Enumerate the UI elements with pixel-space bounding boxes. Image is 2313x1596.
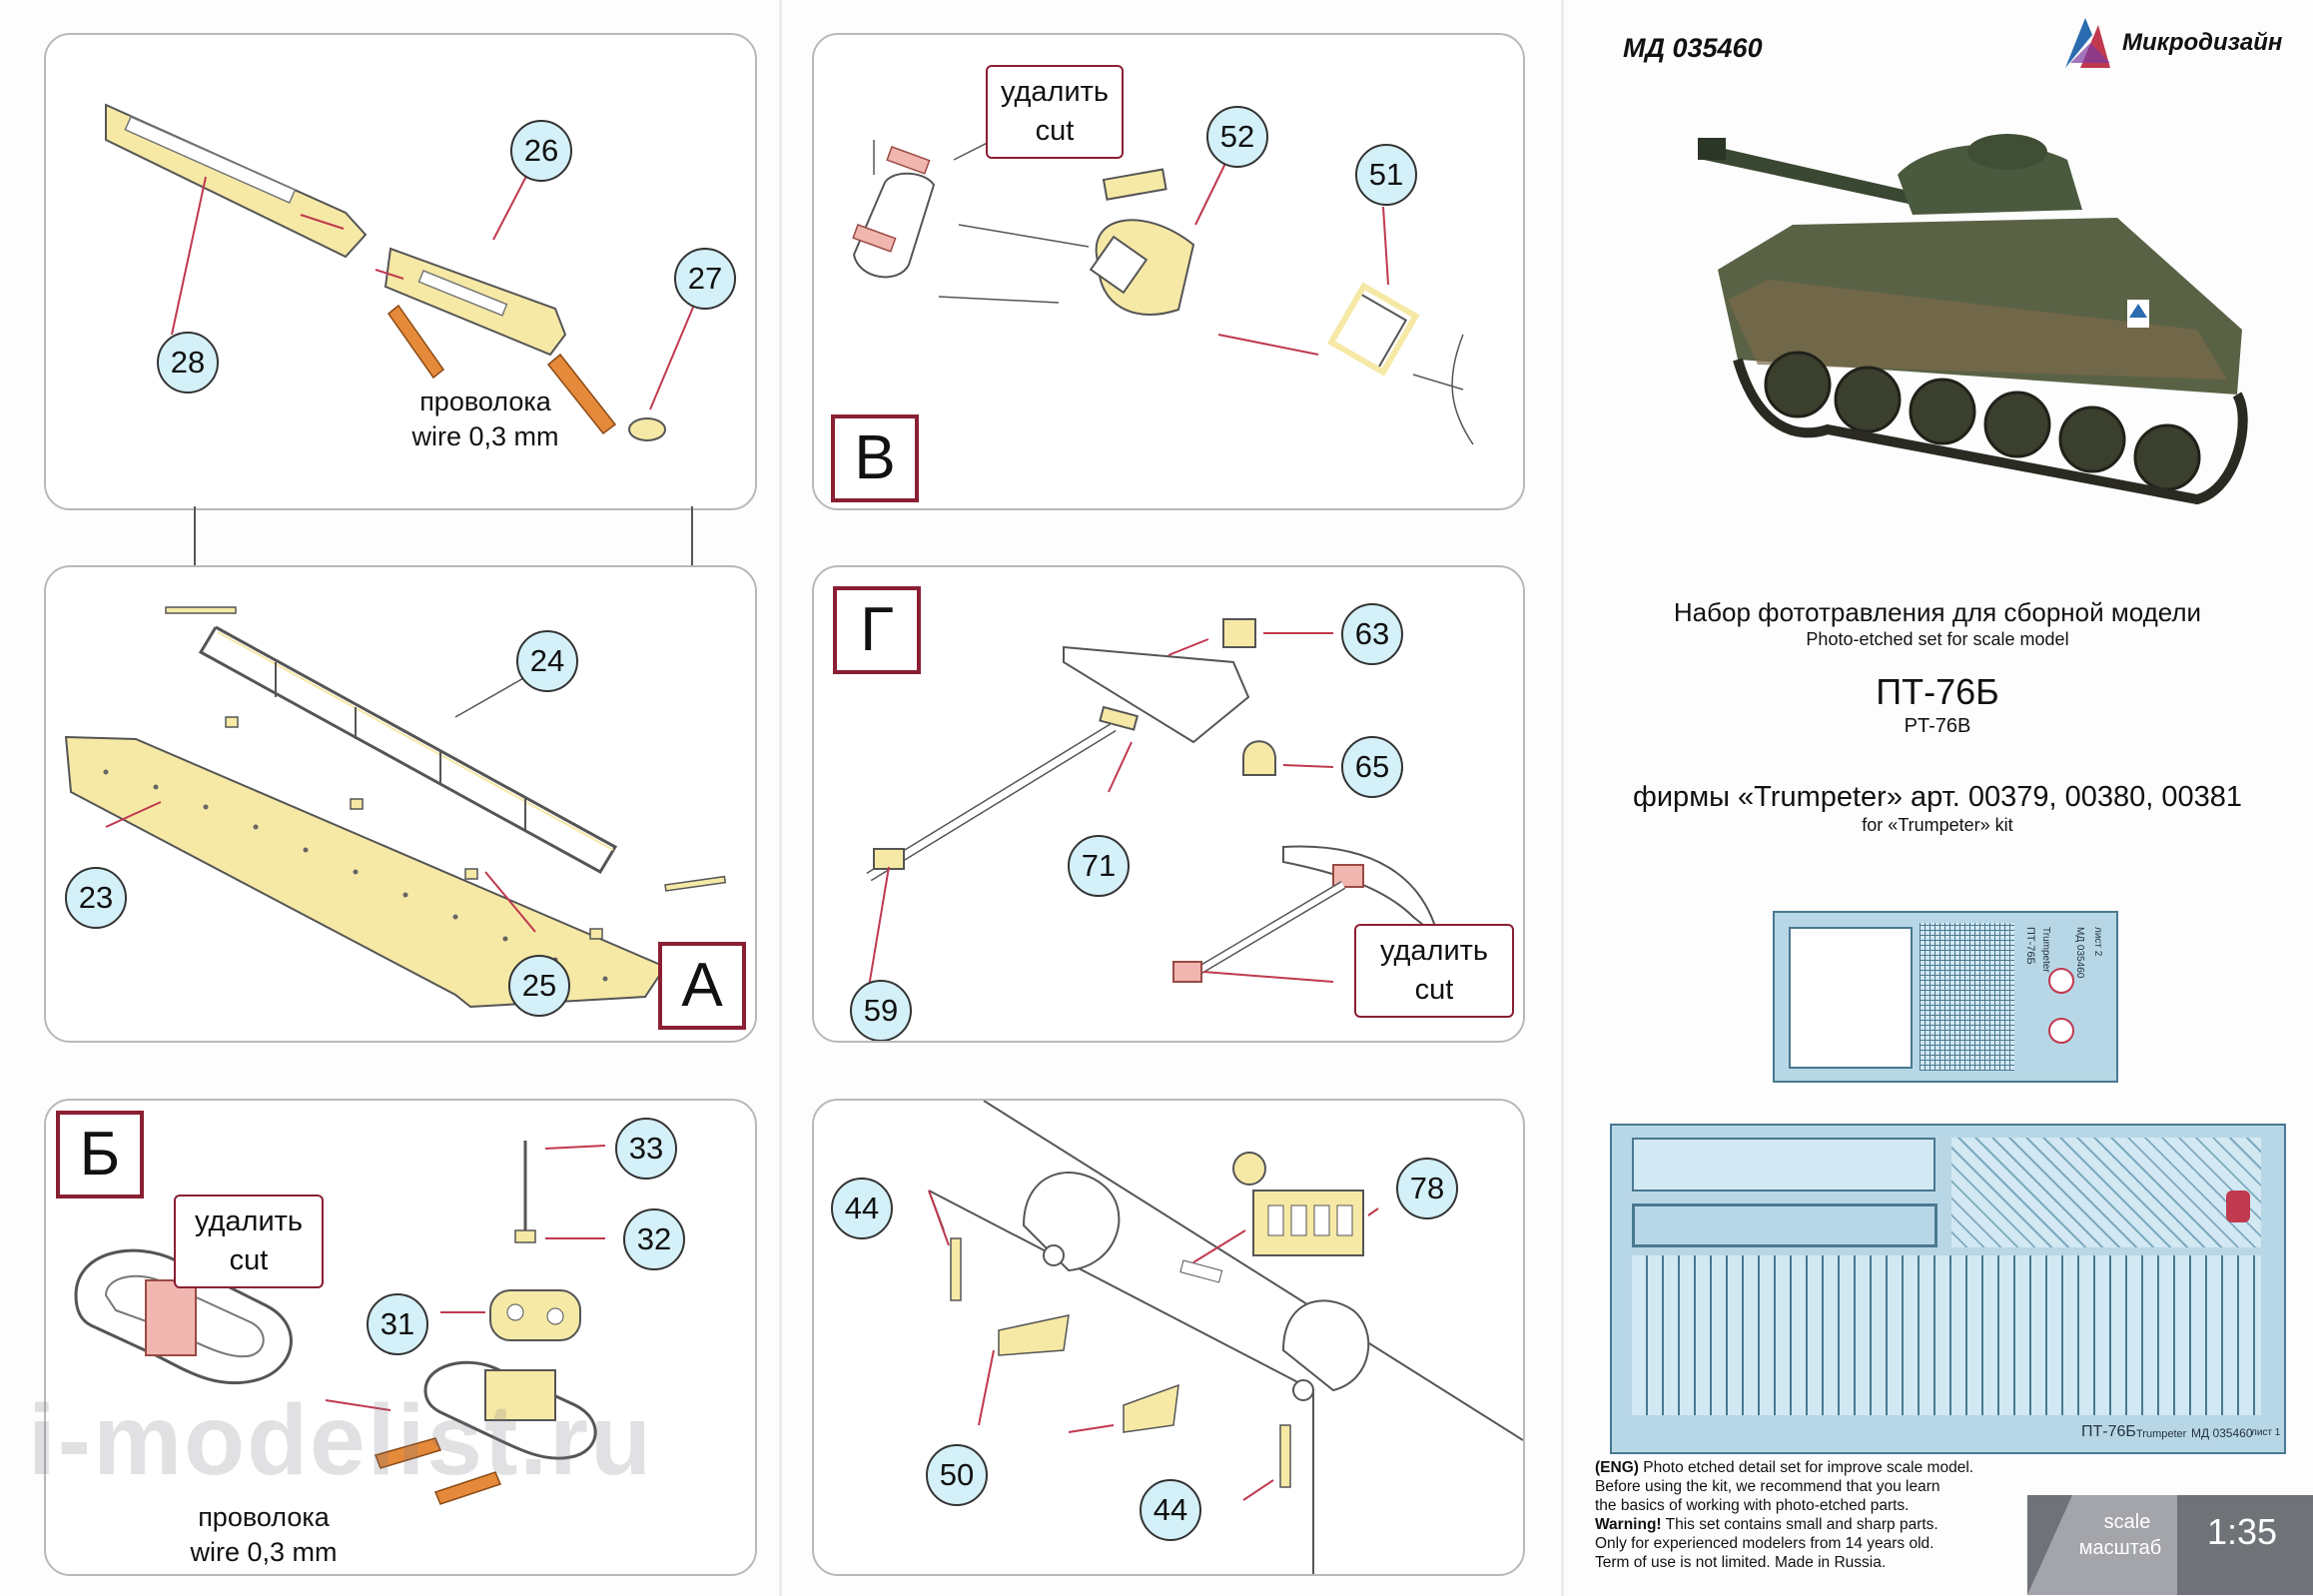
cut-note-b: удалить cut [174, 1195, 324, 1288]
panel-parts-78-50: 78 44 50 44 [812, 1099, 1525, 1576]
fret-1-label-code: МД 035460 [2191, 1426, 2253, 1440]
disclaimer-warning: Warning! [1595, 1516, 1662, 1533]
scale-label-en: scale [2103, 1511, 2151, 1533]
fret-sheet-2: ПТ-76Б Trumpeter МД 035460 лист 2 [1773, 911, 2118, 1083]
brand-logo: Микродизайн [2060, 13, 2300, 73]
fret-2-label-sheet: лист 2 [2092, 927, 2103, 957]
callout-59: 59 [850, 980, 912, 1041]
disclaimer-warning-text: This set contains small and sharp parts. [1661, 1516, 1938, 1533]
fret-1-parts-grid [1632, 1255, 2261, 1415]
cut-note-b-en: cut [229, 1244, 269, 1276]
fret-2-roundel-2 [2048, 1018, 2074, 1044]
step-label-g: Г [833, 586, 921, 674]
panel-step-a: 24 23 25 А [44, 565, 757, 1043]
fret-1-label-model: ПТ-76Б [2081, 1423, 2136, 1440]
disclaimer: (ENG) Photo etched detail set for improv… [1595, 1458, 2094, 1572]
wire-note-b-ru: проволока [198, 1502, 330, 1532]
fret-1-marker-red [2226, 1191, 2250, 1222]
wire-note-en: wire 0,3 mm [411, 421, 559, 451]
panel-step-g-drawing [866, 618, 1440, 988]
disclaimer-lead: (ENG) [1595, 1459, 1639, 1476]
callout-65: 65 [1341, 736, 1403, 798]
fret-2-label-brand: Trumpeter [2040, 927, 2051, 973]
model-name-en: PT-76B [1904, 715, 1971, 737]
fret-1-label-brand: Trumpeter [2136, 1428, 2187, 1440]
scale-value: 1:35 [2206, 1511, 2278, 1552]
tank-illustration [1698, 134, 2248, 505]
callout-25: 25 [508, 955, 570, 1017]
step-label-b: Б [56, 1111, 144, 1198]
wire-note: проволока wire 0,3 mm [395, 385, 575, 454]
fold-line-left [779, 0, 782, 1596]
cut-note-v-ru: удалить [1000, 76, 1110, 108]
callout-31: 31 [367, 1293, 428, 1355]
watermark: i-modelist.ru [28, 1384, 654, 1496]
scale-label-ru: масштаб [2078, 1537, 2162, 1559]
cover-title-ru: Набор фототравления для сборной модели [1673, 597, 2202, 627]
cut-note-v: удалить cut [986, 65, 1124, 159]
kit-en: for «Trumpeter» kit [1862, 815, 2013, 835]
cut-note-v-en: cut [1035, 115, 1075, 147]
cut-note-g-en: cut [1414, 974, 1454, 1006]
callout-51: 51 [1355, 144, 1417, 206]
panel-step-a-drawing [64, 606, 727, 1009]
panel-parts-26-28-drawing [105, 103, 706, 441]
cover-title-en: Photo-etched set for scale model [1806, 629, 2069, 649]
cut-note-b-ru: удалить [194, 1205, 304, 1237]
kit-ru: фирмы «Trumpeter» арт. 00379, 00380, 003… [1633, 781, 2242, 813]
model-name-ru: ПТ-76Б [1876, 671, 1999, 712]
wire-note-ru: проволока [419, 387, 551, 416]
callout-52: 52 [1206, 106, 1268, 168]
fret-2-window [1789, 927, 1913, 1069]
step-label-a: А [658, 942, 746, 1030]
disclaimer-line-1: (ENG) Photo etched detail set for improv… [1595, 1458, 2094, 1477]
callout-28: 28 [157, 332, 219, 394]
callout-63: 63 [1341, 603, 1403, 665]
disclaimer-line-4: Warning! This set contains small and sha… [1595, 1515, 2094, 1534]
callout-71: 71 [1068, 835, 1130, 897]
callout-26: 26 [510, 120, 572, 182]
disclaimer-line-5: Only for experienced modelers from 14 ye… [1595, 1535, 1934, 1552]
fret-2-label-model: ПТ-76Б [2024, 927, 2036, 965]
fret-2-mesh [1920, 923, 2014, 1071]
fret-2-roundel-1 [2048, 968, 2074, 994]
panel-step-b: Б удалить cut 33 32 31 проволока wire 0,… [44, 1099, 757, 1576]
panel-step-v: удалить cut 52 51 В [812, 33, 1525, 510]
wire-note-b-en: wire 0,3 mm [190, 1537, 338, 1567]
disclaimer-line-2: Before using the kit, we recommend that … [1595, 1478, 1940, 1495]
callout-27: 27 [674, 248, 736, 310]
disclaimer-line-1-text: Photo etched detail set for improve scal… [1638, 1459, 1974, 1476]
panel-step-g: Г 63 65 71 59 удалить cut [812, 565, 1525, 1043]
disclaimer-line-3: the basics of working with photo-etched … [1595, 1497, 1910, 1514]
panel-step-b-drawing [74, 1141, 606, 1505]
callout-32: 32 [623, 1208, 685, 1270]
step-label-v: В [831, 414, 919, 502]
callout-23: 23 [65, 867, 127, 929]
callout-78: 78 [1396, 1158, 1458, 1219]
panel-parts-26-28: 26 27 28 проволока wire 0,3 mm [44, 33, 757, 510]
callout-24: 24 [516, 630, 578, 692]
brand-name: Микродизайн [2122, 29, 2283, 56]
fret-1-parts-right [1951, 1138, 2261, 1247]
wire-note-b: проволока wire 0,3 mm [174, 1500, 354, 1570]
fret-1-label-sheet: лист 1 [2251, 1427, 2281, 1438]
brand-logo-icon [2065, 18, 2110, 68]
fret-1-side-plate [1632, 1138, 1935, 1192]
panel-parts-78-50-drawing [928, 1101, 1523, 1574]
callout-33: 33 [615, 1118, 677, 1180]
callout-44-top: 44 [831, 1178, 893, 1239]
fret-2-label-code: МД 035460 [2074, 927, 2085, 979]
article-code: МД 035460 [1623, 33, 1763, 63]
scale-box: scale масштаб 1:35 [2027, 1495, 2313, 1595]
callout-50: 50 [926, 1444, 988, 1506]
cut-note-g-ru: удалить [1379, 935, 1489, 967]
fret-sheet-1: ПТ-76Б Trumpeter МД 035460 лист 1 [1610, 1124, 2286, 1454]
cut-note-g: удалить cut [1354, 924, 1514, 1018]
fold-line-right [1561, 0, 1564, 1596]
callout-44-bottom: 44 [1140, 1479, 1201, 1541]
fret-1-rail [1632, 1203, 1937, 1247]
disclaimer-line-6: Term of use is not limited. Made in Russ… [1595, 1554, 1887, 1571]
